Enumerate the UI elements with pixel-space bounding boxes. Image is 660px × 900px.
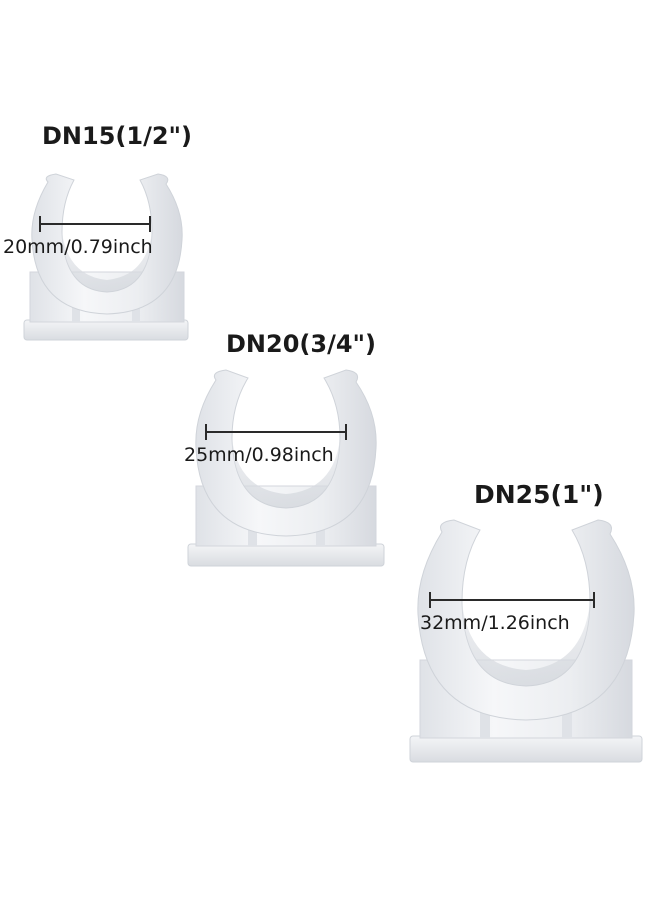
size-label-dn15: DN15(1/2") bbox=[42, 122, 193, 150]
dimension-label-dn20: 25mm/0.98inch bbox=[184, 444, 334, 466]
pipe-clip-dn20: DN20(3/4") 25mm/0.98inch bbox=[0, 0, 400, 580]
pipe-clip-dn15-image bbox=[23, 173, 189, 341]
pipe-clip-dn25-image bbox=[409, 519, 643, 763]
size-label-dn20: DN20(3/4") bbox=[226, 330, 377, 358]
pipe-clip-dn15: DN15(1/2") 20mm/0.79inch bbox=[0, 0, 200, 350]
size-label-dn25: DN25(1") bbox=[474, 480, 604, 509]
dimension-label-dn15: 20mm/0.79inch bbox=[3, 236, 153, 258]
dimension-label-dn25: 32mm/1.26inch bbox=[420, 612, 570, 634]
pipe-clip-dn20-image bbox=[187, 369, 385, 567]
pipe-clip-dn25: DN25(1") 32mm/1.26inch bbox=[409, 480, 643, 763]
